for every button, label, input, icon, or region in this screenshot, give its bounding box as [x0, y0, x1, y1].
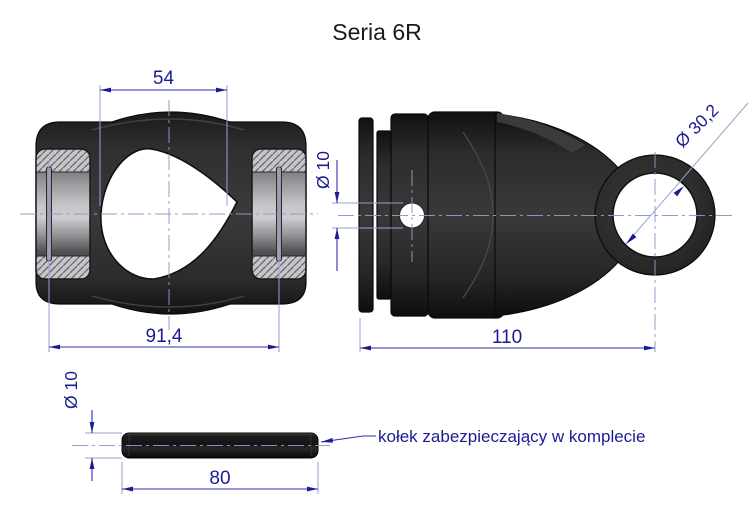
front-view — [35, 111, 307, 315]
arrow-pin-dia10-top — [89, 422, 95, 433]
dim-front-top-width: 54 — [153, 68, 175, 89]
leader-line — [320, 435, 376, 443]
arrow-eye-upper — [673, 186, 684, 197]
pin-note: kołek zabezpieczający w komplecie — [378, 427, 645, 446]
drawing-title: Seria 6R — [332, 19, 421, 45]
arrow-80-left — [122, 486, 133, 492]
arrow-side-dia10-bottom — [334, 228, 340, 239]
dim-side-length: 110 — [492, 327, 522, 348]
dim-pin-length: 80 — [209, 468, 230, 489]
arm-top-face — [497, 113, 585, 153]
dim-pin-dia: Ø 10 — [61, 371, 81, 409]
arrow-side-dia10-top — [334, 192, 340, 203]
ext-eye-diagonal — [625, 102, 749, 245]
arrow-eye-lower — [626, 233, 637, 244]
arrow-80-right — [307, 486, 318, 492]
dim-eye-dia: Ø 30,2 — [671, 100, 722, 151]
arrow-pin-dia10-bottom — [89, 458, 95, 469]
dim-side-pin-hole-dia: Ø 10 — [313, 151, 333, 189]
arrow-leader — [321, 438, 333, 443]
arrow-914-right — [268, 344, 279, 350]
dim-front-bottom-width: 91,4 — [146, 326, 183, 347]
arrow-110-right — [644, 345, 655, 351]
centerlines — [20, 100, 735, 446]
front-bottom-crease — [91, 295, 245, 308]
extension-lines — [48, 85, 749, 494]
arrowheads — [49, 87, 684, 492]
arrow-110-left — [360, 345, 371, 351]
bearing-left-hatch-bottom — [36, 255, 90, 279]
arrow-54-right — [216, 87, 227, 93]
arrow-54-left — [100, 87, 111, 93]
bearing-left-hatch-top — [36, 149, 90, 173]
arrow-914-left — [49, 344, 60, 350]
